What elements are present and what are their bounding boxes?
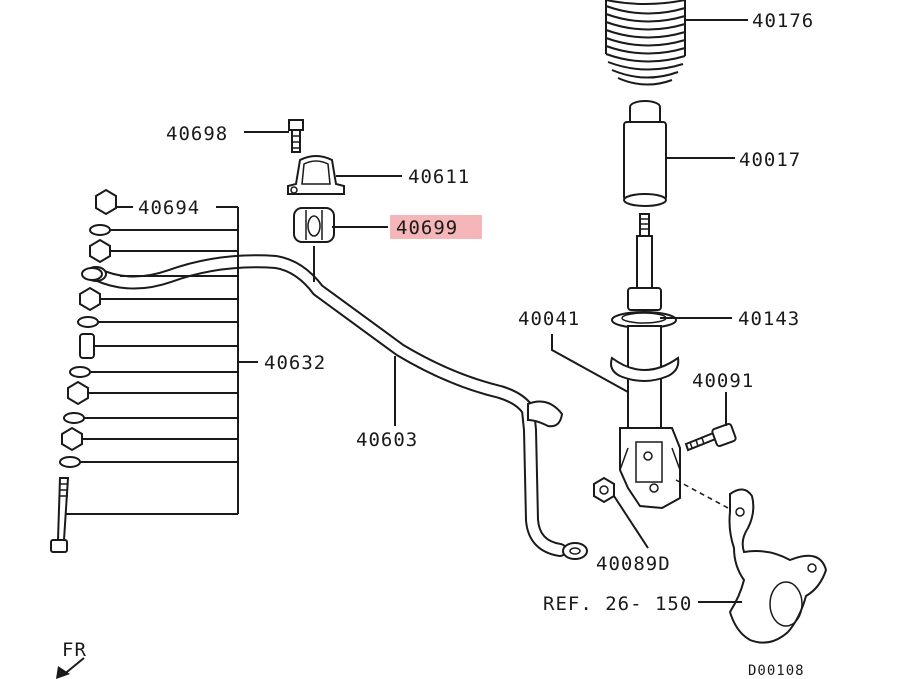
label-40694: 40694 (138, 197, 200, 219)
front-arrow-icon (56, 657, 85, 679)
bolt-40091 (684, 422, 737, 452)
bracket-40611 (287, 155, 345, 195)
label-fr: FR (62, 639, 87, 661)
label-40017: 40017 (739, 149, 801, 171)
dust-cover (623, 100, 667, 207)
label-ref: REF. 26- 150 (543, 593, 692, 615)
group-bracket-40632 (66, 206, 258, 515)
label-40143: 40143 (738, 308, 800, 330)
bushing-40699 (293, 207, 335, 243)
strut-assembly (610, 213, 681, 510)
label-40041: 40041 (518, 308, 580, 330)
diagram-code: D00108 (748, 663, 805, 679)
label-40176: 40176 (752, 10, 814, 32)
highlight-40699 (390, 215, 482, 239)
leader-40041 (551, 334, 629, 393)
steering-knuckle (728, 488, 828, 644)
label-40603: 40603 (356, 429, 418, 451)
dashed-connector (675, 479, 729, 509)
coil-spring (605, 0, 686, 86)
label-40698: 40698 (166, 123, 228, 145)
label-40089d: 40089D (596, 553, 671, 575)
label-40091: 40091 (692, 370, 754, 392)
label-40611: 40611 (408, 166, 470, 188)
bolt-40698 (288, 119, 304, 153)
label-40632: 40632 (264, 352, 326, 374)
link-kit-stack (50, 188, 117, 553)
nut-40089d (593, 476, 615, 504)
leader-40089d (613, 495, 649, 549)
label-40699: 40699 (396, 217, 458, 239)
